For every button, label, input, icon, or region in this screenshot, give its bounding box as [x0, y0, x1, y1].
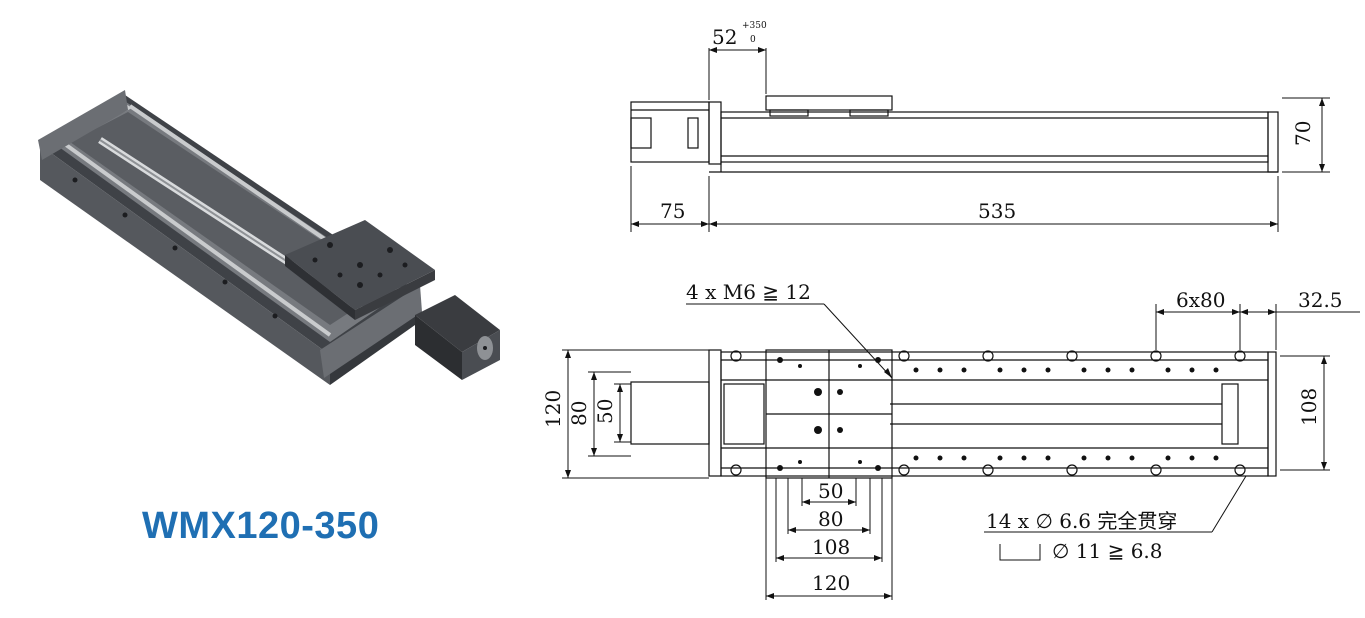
hole-pitch-label: 6x80 — [1176, 288, 1225, 312]
stroke-tol-lower: 0 — [750, 35, 756, 45]
carriage-120-label: 120 — [812, 571, 850, 595]
side-view-drawing: 52 +350 0 70 75 535 — [630, 21, 1330, 232]
stroke-tol-upper: +350 — [742, 21, 767, 31]
overall-width-label: 120 — [541, 390, 565, 428]
top-view-drawing: 4 x M6 ≧ 12 6x80 32.5 120 80 50 108 50 8… — [541, 280, 1360, 600]
body-length-label: 535 — [978, 199, 1016, 223]
carriage-80-label: 80 — [818, 507, 843, 531]
mount-holes-label: 14 x ∅ 6.6 完全贯穿 — [986, 509, 1177, 533]
stroke-offset-label: 52 — [712, 25, 737, 49]
inner-width-80-label: 80 — [567, 401, 591, 426]
model-title: WMX120-350 — [142, 505, 380, 547]
carriage-108-label: 108 — [812, 535, 850, 559]
isometric-model — [38, 90, 500, 385]
rail-span-label: 108 — [1297, 388, 1321, 426]
motor-length-label: 75 — [660, 199, 685, 223]
carriage-50-label: 50 — [818, 479, 843, 503]
counterbore-label: ∅ 11 ≧ 6.8 — [1052, 539, 1163, 563]
inner-width-50-label: 50 — [593, 399, 617, 424]
tapped-holes-label: 4 x M6 ≧ 12 — [686, 280, 811, 304]
height-label: 70 — [1291, 121, 1315, 146]
end-offset-label: 32.5 — [1298, 288, 1343, 312]
